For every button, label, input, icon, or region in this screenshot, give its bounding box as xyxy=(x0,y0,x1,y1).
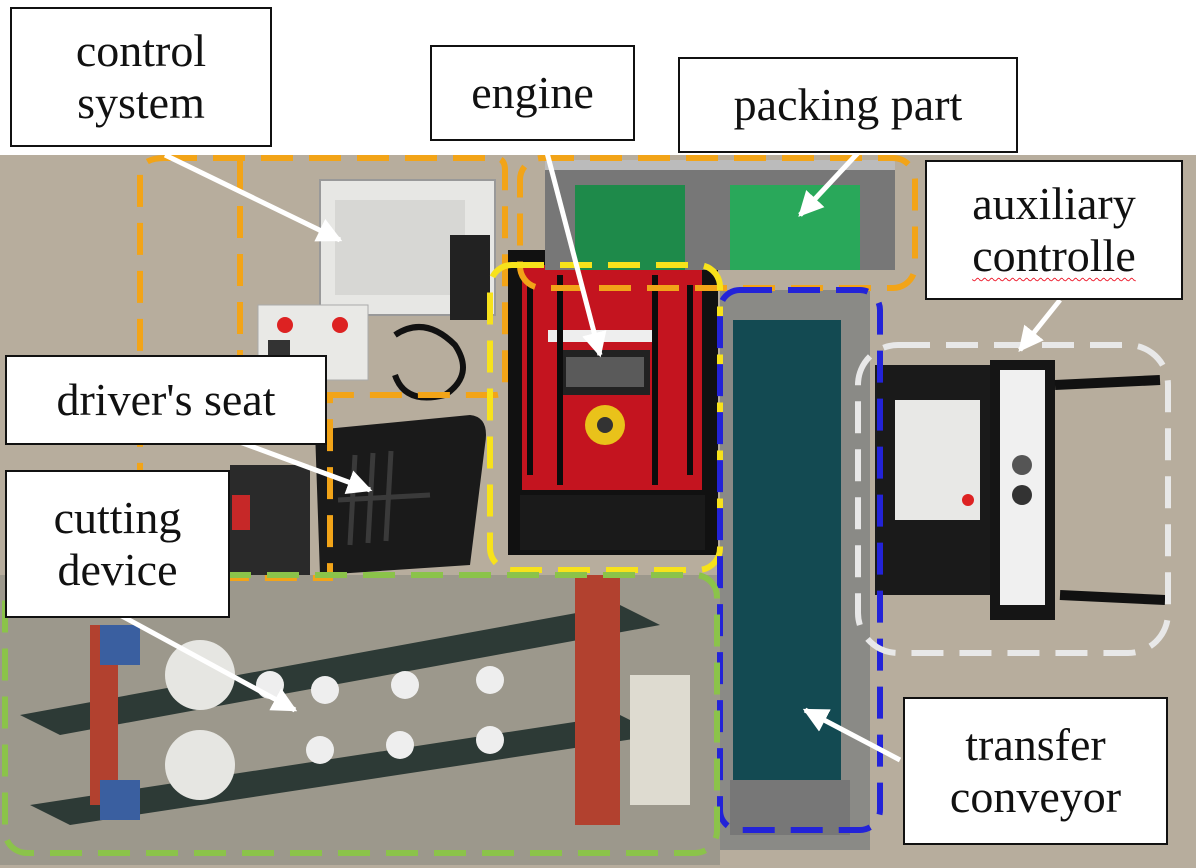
auxiliary-unit xyxy=(875,360,1166,620)
control-system-region xyxy=(137,155,508,581)
arrow-cutting-device xyxy=(118,612,298,713)
label-drivers-seat-text: driver's seat xyxy=(56,374,276,425)
control-cabinet xyxy=(257,179,496,401)
seat xyxy=(230,415,486,575)
label-transfer-conveyor: transfer conveyor xyxy=(903,697,1168,845)
label-engine: engine xyxy=(430,45,635,141)
cutting-mechanism xyxy=(0,575,720,865)
label-packing-part: packing part xyxy=(678,57,1018,153)
label-auxiliary-line2: controlle xyxy=(972,230,1136,281)
conveyor-region xyxy=(717,287,883,833)
label-engine-text: engine xyxy=(471,67,594,118)
cutting-region xyxy=(2,572,720,856)
conveyor xyxy=(720,290,870,850)
label-cutting-device-text: cutting device xyxy=(53,492,182,595)
label-cutting-device: cutting device xyxy=(5,470,230,618)
arrow-transfer-conveyor xyxy=(802,707,902,763)
label-packing-part-text: packing part xyxy=(733,79,963,130)
engine-region xyxy=(487,262,723,573)
arrow-engine xyxy=(542,144,607,358)
label-transfer-conveyor-text: transfer conveyor xyxy=(949,719,1122,822)
label-auxiliary-line1: auxiliary xyxy=(972,178,1136,229)
arrow-auxiliary xyxy=(1018,298,1062,352)
arrow-control-system xyxy=(163,152,343,243)
label-control-system: control system xyxy=(10,7,272,147)
arrows xyxy=(118,138,1062,763)
label-drivers-seat: driver's seat xyxy=(5,355,327,445)
auxiliary-region xyxy=(855,342,1171,656)
label-control-system-text: control system xyxy=(75,25,207,128)
engine-unit xyxy=(508,250,718,555)
label-auxiliary-controller: auxiliary controlle xyxy=(925,160,1183,300)
